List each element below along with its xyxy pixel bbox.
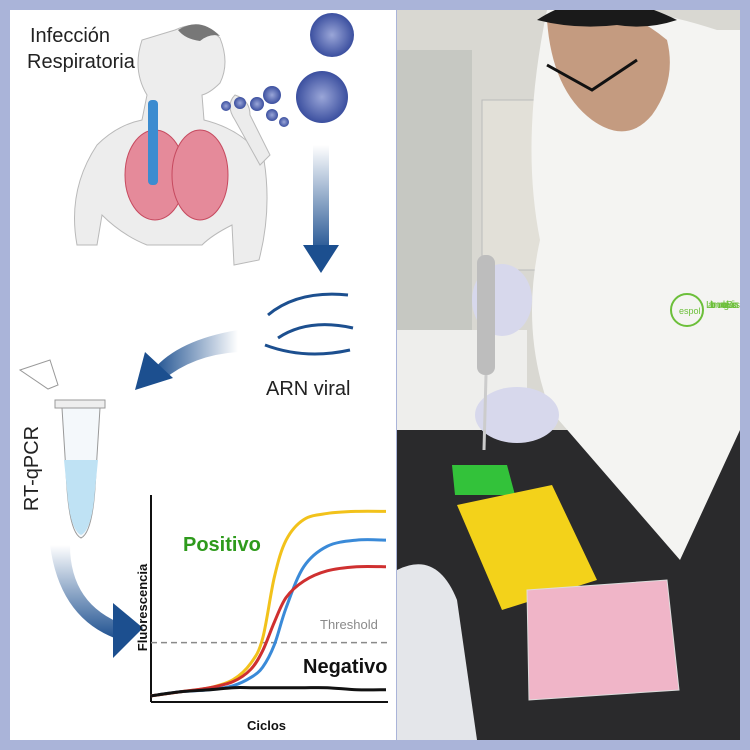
infographic-panel: Infección Respiratoria ARN viral RT-qPCR… <box>10 10 396 740</box>
arrow-down-icon <box>303 145 339 273</box>
person-icon <box>74 24 271 266</box>
positive-label: Positivo <box>183 534 261 556</box>
threshold-label: Threshold <box>320 617 378 632</box>
series-positivo-rojo <box>150 564 387 698</box>
title-line2: Respiratoria <box>27 51 135 73</box>
coat-text: Lab. Inmunología Básicas <box>706 300 740 311</box>
x-axis-label: Ciclos <box>247 718 287 733</box>
lab-scene: espol Lab. Inmunología Básicas <box>397 10 740 740</box>
arrow-left-icon <box>135 330 238 390</box>
rna-label: ARN viral <box>266 378 351 400</box>
coat-logo: espol <box>679 306 701 316</box>
negative-label: Negativo <box>303 656 388 678</box>
rna-icon <box>264 292 354 356</box>
qpcr-chart <box>150 495 388 703</box>
tube-icon <box>18 359 106 539</box>
lab-photo: espol Lab. Inmunología Básicas <box>397 10 740 740</box>
title-line1: Infección <box>30 25 111 47</box>
method-label: RT-qPCR <box>21 425 44 512</box>
arrow-curved-icon <box>50 545 143 658</box>
y-axis-label: Fluorescencia <box>135 563 151 652</box>
series-negativo <box>150 686 387 698</box>
virus-icons <box>221 13 354 127</box>
illustration <box>18 13 388 703</box>
